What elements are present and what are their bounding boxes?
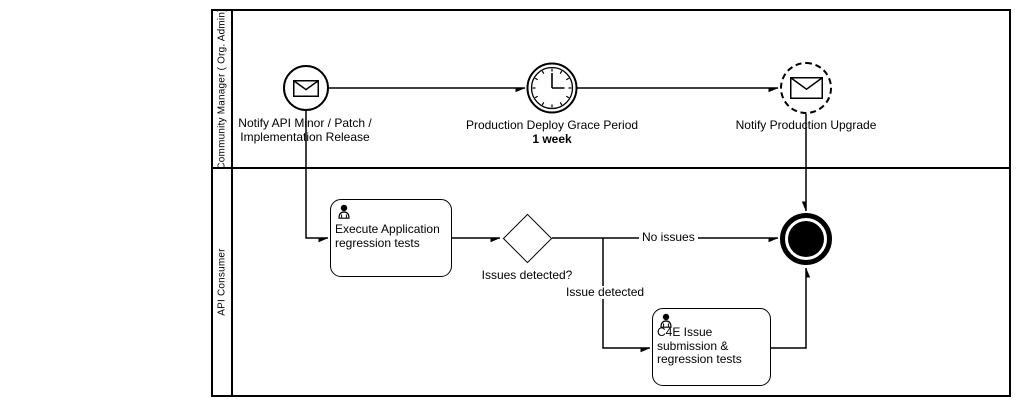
user-icon xyxy=(338,204,350,219)
message-throw-event xyxy=(780,62,832,114)
flow-gateway-issue-detected-to-c4e xyxy=(602,238,650,348)
label-duration: 1 week xyxy=(532,131,572,146)
lane-api-consumer: API Consumer xyxy=(213,169,1009,395)
label-line: Notify Production Upgrade xyxy=(735,118,877,132)
flow-label-no-issues: No issues xyxy=(639,231,698,244)
label-line: Notify API Minor / Patch / xyxy=(238,116,372,130)
task-label-line1: C4E Issue xyxy=(657,325,713,339)
label-message-event: Notify Production Upgrade xyxy=(706,118,906,133)
envelope-icon xyxy=(789,77,823,99)
label-gateway: Issues detected? xyxy=(427,268,627,283)
lane-community-manager: Community Manager ( Org. Admin) xyxy=(213,8,1009,170)
terminate-end-event-core xyxy=(788,221,824,257)
flow-label-issue-detected: Issue detected xyxy=(563,286,648,299)
flow-c4e-to-end xyxy=(771,268,806,349)
user-icon xyxy=(660,313,672,328)
flow-start-to-execute-task xyxy=(305,111,328,238)
label-line: Production Deploy Grace Period xyxy=(465,118,639,132)
label-line: Issues detected? xyxy=(481,268,573,282)
task-label-line2: regression tests xyxy=(335,235,420,250)
task-label-line1: Execute Application xyxy=(335,222,440,236)
envelope-icon xyxy=(293,79,319,97)
label-timer-event: Production Deploy Grace Period 1 week xyxy=(452,118,652,146)
label-line: Implementation Release xyxy=(240,129,370,144)
lane-label-strip: Community Manager ( Org. Admin) xyxy=(213,8,233,170)
task-label: C4E Issue submission & regression tests xyxy=(657,325,767,367)
task-c4e-issue-submission: C4E Issue submission & regression tests xyxy=(652,308,771,386)
task-label-line2: submission & xyxy=(657,338,729,353)
task-execute-regression-tests: Execute Application regression tests xyxy=(330,199,452,277)
timer-intermediate-event xyxy=(525,61,579,115)
label-start-event: Notify API Minor / Patch / Implementatio… xyxy=(205,116,405,144)
terminate-end-event xyxy=(780,213,832,265)
task-label-line3: regression tests xyxy=(657,352,742,366)
task-label: Execute Application regression tests xyxy=(335,222,448,250)
start-message-event xyxy=(283,65,329,111)
clock-icon xyxy=(526,62,578,114)
lane-label-strip: API Consumer xyxy=(213,169,233,395)
